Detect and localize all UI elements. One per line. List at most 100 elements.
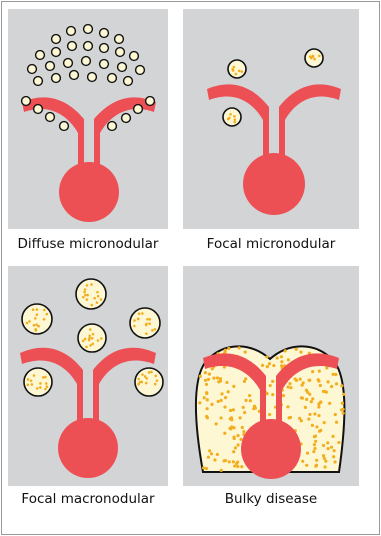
mass-dot xyxy=(225,381,228,384)
mass-dot xyxy=(322,454,325,457)
mass-dot xyxy=(314,434,317,437)
mass-dot xyxy=(268,362,271,365)
nodule-dot xyxy=(88,334,91,337)
mass-dot xyxy=(275,356,278,359)
nodule-dot xyxy=(312,55,315,58)
macronodule xyxy=(135,368,163,396)
micronodule xyxy=(223,108,241,126)
nodule-dot xyxy=(36,308,39,311)
nodule-dot xyxy=(97,339,100,342)
mass-dot xyxy=(205,383,208,386)
mass-dot xyxy=(307,418,310,421)
caption-focal-micronodular: Focal micronodular xyxy=(183,236,359,252)
mass-dot xyxy=(244,350,247,353)
mass-dot xyxy=(305,398,308,401)
mass-dot xyxy=(239,438,242,441)
mass-dot xyxy=(306,452,309,455)
mass-dot xyxy=(301,460,304,463)
nodule-dot xyxy=(90,304,93,307)
nodule-dot xyxy=(234,118,237,121)
mass-dot xyxy=(288,416,291,419)
mass-dot xyxy=(305,464,308,467)
mass-dot xyxy=(332,455,335,458)
mass-dot xyxy=(203,396,206,399)
mass-dot xyxy=(223,432,226,435)
nodule-dot xyxy=(238,70,241,73)
mass-dot xyxy=(337,441,340,444)
micronodule xyxy=(84,42,93,51)
micronodule xyxy=(68,42,77,51)
nodule-dot xyxy=(148,371,151,374)
mass-dot xyxy=(205,415,208,418)
mass-dot xyxy=(224,459,227,462)
micronodule xyxy=(52,35,61,44)
mass-dot xyxy=(323,390,326,393)
nodule-dot xyxy=(133,325,136,328)
micronodule xyxy=(228,60,246,78)
nodule-outline xyxy=(228,60,246,78)
nodule-dot xyxy=(145,377,148,380)
mass-dot xyxy=(314,465,317,468)
mass-dot xyxy=(223,405,226,408)
mass-dot xyxy=(335,382,338,385)
macronodule xyxy=(76,279,106,309)
mass-dot xyxy=(319,400,322,403)
mass-dot xyxy=(202,466,205,469)
mass-dot xyxy=(242,430,245,433)
mass-dot xyxy=(261,364,264,367)
mass-dot xyxy=(319,384,322,387)
micronodule xyxy=(136,66,145,75)
mass-dot xyxy=(333,449,336,452)
mass-dot xyxy=(229,409,232,412)
nodule-dot xyxy=(141,381,144,384)
nodule-dot xyxy=(137,383,140,386)
mass-dot xyxy=(227,390,230,393)
mass-dot xyxy=(232,436,235,439)
mass-dot xyxy=(308,379,311,382)
mass-dot xyxy=(299,378,302,381)
nodule-dot xyxy=(86,298,89,301)
mass-dot xyxy=(249,399,252,402)
nodule-dot xyxy=(84,288,87,291)
micronodule xyxy=(67,27,76,36)
mass-dot xyxy=(229,417,232,420)
mass-dot xyxy=(232,408,235,411)
mass-dot xyxy=(313,443,316,446)
nodule-dot xyxy=(141,373,144,376)
nodule-dot xyxy=(93,297,96,300)
nodule-dot xyxy=(154,383,157,386)
nodule-dot xyxy=(100,337,103,340)
mass-dot xyxy=(334,373,337,376)
mass-dot xyxy=(210,403,213,406)
micronodule xyxy=(100,44,109,53)
mass-dot xyxy=(325,366,328,369)
mass-dot xyxy=(232,450,235,453)
mass-dot xyxy=(341,402,344,405)
nodule-dot xyxy=(82,339,85,342)
nodule-dot xyxy=(137,317,140,320)
mass-dot xyxy=(236,461,239,464)
mass-dot xyxy=(213,458,216,461)
mass-dot xyxy=(204,371,207,374)
mass-dot xyxy=(317,414,320,417)
mass-dot xyxy=(271,380,274,383)
mass-dot xyxy=(332,373,335,376)
mass-dot xyxy=(315,459,318,462)
mass-dot xyxy=(295,348,298,351)
nodule-dot xyxy=(233,121,236,124)
nodule-dot xyxy=(148,322,151,325)
mass-dot xyxy=(228,460,231,463)
nodule-dot xyxy=(96,291,99,294)
mass-dot xyxy=(318,430,321,433)
nodule-dot xyxy=(318,55,321,58)
micronodule xyxy=(305,49,323,67)
mass-dot xyxy=(228,427,231,430)
panel-diffuse-micronodular: Diffuse micronodular xyxy=(8,9,168,229)
mass-dot xyxy=(268,413,271,416)
mass-dot xyxy=(294,377,297,380)
nodule-dot xyxy=(100,298,103,301)
nodule-dot xyxy=(96,301,99,304)
micronodule xyxy=(118,63,127,72)
micronodule xyxy=(88,73,97,82)
nodule-dot xyxy=(235,73,238,76)
